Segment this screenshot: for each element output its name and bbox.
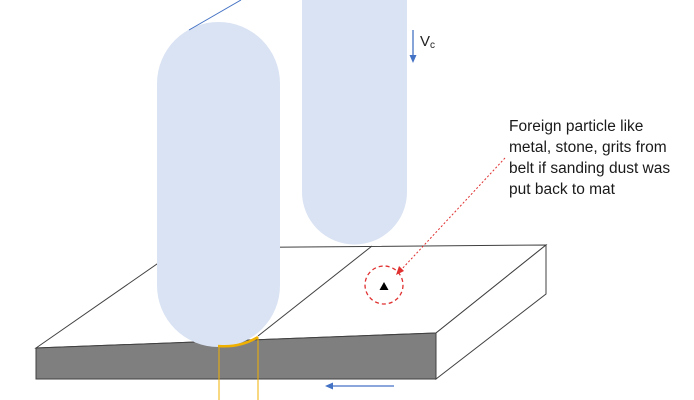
particle-marker-circle — [364, 265, 404, 305]
front-roller — [157, 22, 280, 347]
feed-arrow-head — [325, 382, 333, 390]
slab-top-divider — [257, 245, 373, 337]
annotation-line-4: put back to mat — [509, 181, 615, 198]
back-roller — [302, 0, 407, 245]
pointer-line — [400, 157, 506, 271]
slab-front-face — [35, 332, 437, 380]
foreign-particle-annotation: Foreign particle like metal, stone, grit… — [509, 116, 691, 200]
annotation-line-1: Foreign particle like — [509, 118, 644, 135]
velocity-label-main: V — [420, 33, 431, 50]
contact-zone — [217, 335, 259, 348]
annotation-line-2: metal, stone, grits from — [509, 139, 667, 156]
foreign-particle-icon — [379, 282, 389, 290]
vc-arrow-head — [409, 55, 417, 63]
velocity-label-sub: c — [430, 40, 436, 51]
velocity-label: Vc — [420, 34, 435, 51]
annotation-line-3: belt if sanding dust was — [509, 160, 671, 177]
roller-top-line — [188, 0, 242, 31]
